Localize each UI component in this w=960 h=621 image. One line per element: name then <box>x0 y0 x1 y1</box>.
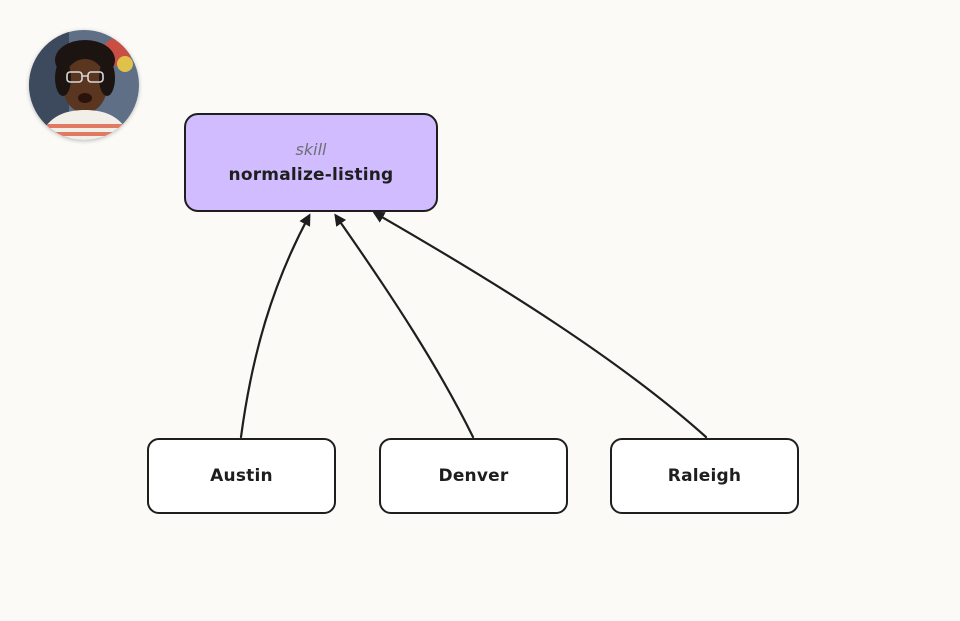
edge-denver-to-skill <box>334 213 475 439</box>
source-node-denver[interactable]: Denver <box>379 438 568 514</box>
source-node-label: Raleigh <box>667 466 742 486</box>
skill-kind-label: skill <box>295 140 327 159</box>
edge-austin-to-skill <box>239 213 311 439</box>
source-node-raleigh[interactable]: Raleigh <box>610 438 799 514</box>
source-node-label: Austin <box>210 466 273 486</box>
edge-raleigh-to-skill <box>372 211 708 439</box>
presenter-avatar-icon <box>29 30 139 140</box>
skill-name: normalize-listing <box>228 165 394 185</box>
source-node-label: Denver <box>438 466 509 486</box>
skill-node[interactable]: skill normalize-listing <box>184 113 438 212</box>
source-node-austin[interactable]: Austin <box>147 438 336 514</box>
presenter-avatar <box>29 30 139 140</box>
